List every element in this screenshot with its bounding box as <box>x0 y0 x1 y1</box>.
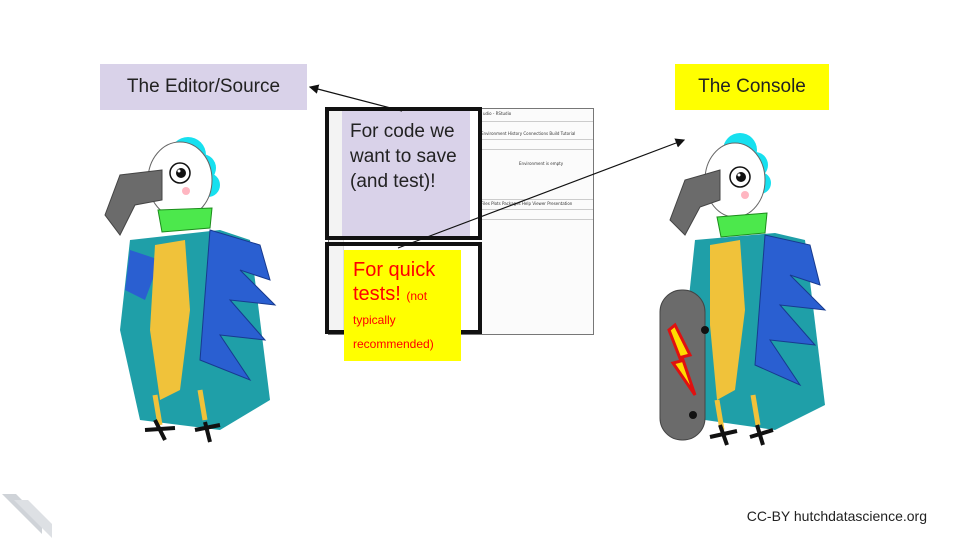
tab-presentation: Presentation <box>547 201 573 206</box>
tab-viewer: Viewer <box>532 201 546 206</box>
editor-source-label: The Editor/Source <box>100 64 307 110</box>
tab-build: Build <box>549 131 560 136</box>
tab-packages: Packages <box>501 201 521 206</box>
parrot-right-illustration <box>659 133 827 446</box>
tab-tutorial: Tutorial <box>560 131 576 136</box>
quick-tests-text: For quick tests! <box>353 259 436 305</box>
footer-credit: CC-BY hutchdatascience.org <box>746 508 927 524</box>
env-empty-text: Environment is empty <box>519 161 564 166</box>
save-code-text: For code we want to save (and test)! <box>350 121 457 192</box>
tab-plots: Plots <box>491 201 501 206</box>
files-tabs: Files Plots Packages Help Viewer Present… <box>481 201 572 206</box>
quick-tests-callout: For quick tests! (not typically recommen… <box>344 250 461 361</box>
parrot-left-illustration <box>104 137 277 443</box>
environment-tabs: Environment History Connections Build Tu… <box>481 131 575 136</box>
tab-environment: Environment <box>481 131 507 136</box>
tab-files: Files <box>481 201 490 206</box>
environment-pane: udio - RStudio Environment History Conne… <box>479 109 593 334</box>
save-code-callout: For code we want to save (and test)! <box>342 111 470 236</box>
quick-tests-note: (not typically recommended) <box>353 289 434 351</box>
tab-connections: Connections <box>523 131 549 136</box>
tab-help: Help <box>521 201 532 206</box>
tab-history: History <box>507 131 523 136</box>
window-title: udio - RStudio <box>483 111 512 116</box>
hutch-logo-icon <box>2 494 52 538</box>
console-label: The Console <box>675 64 829 110</box>
